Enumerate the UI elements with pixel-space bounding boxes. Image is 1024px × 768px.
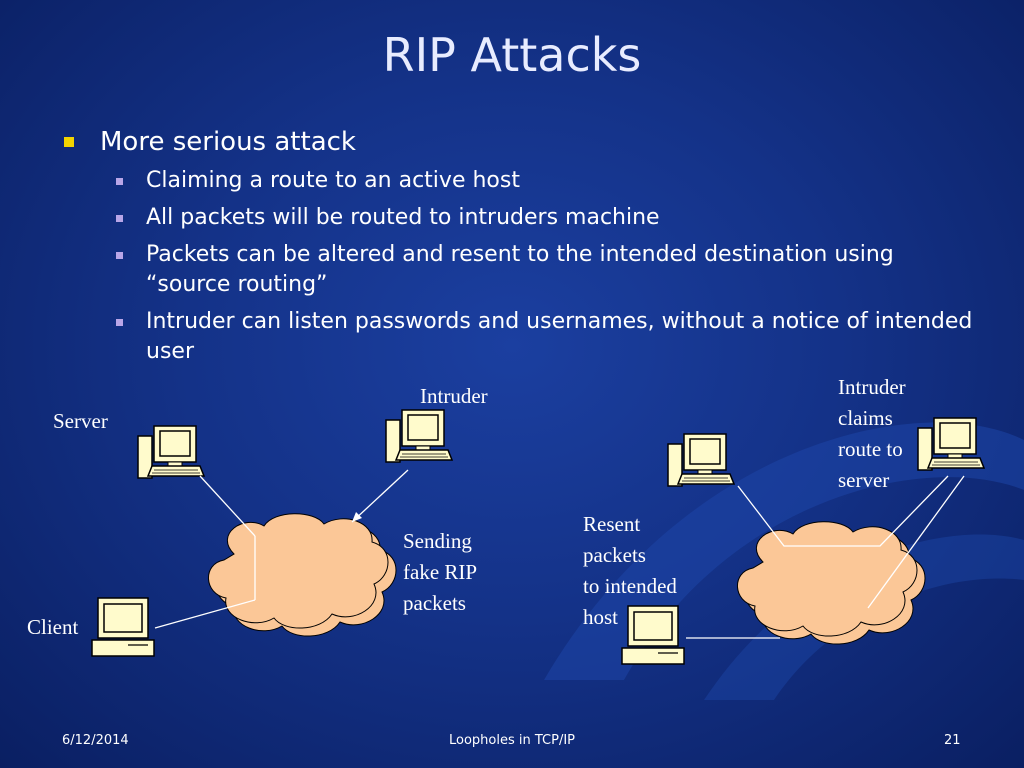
sub-bullet-text: Packets can be altered and resent to the…	[146, 242, 894, 297]
arrowhead-icon	[352, 512, 362, 522]
intruder-label: Intruder	[420, 384, 488, 408]
server-computer-icon	[137, 425, 205, 479]
sub-bullet-icon	[116, 319, 123, 326]
right-network-cloud	[736, 521, 918, 637]
server-link	[199, 475, 256, 537]
right-intruder-computer-icon	[917, 417, 985, 471]
sub-bullet-text: Claiming a route to an active host	[146, 168, 520, 193]
client-label: Client	[27, 615, 79, 639]
bullet-main-text: More serious attack	[100, 127, 356, 157]
footer-page-number: 21	[944, 733, 961, 748]
resent-packets-label: Resent packets to intended host	[583, 512, 677, 629]
right-server-computer-icon	[667, 433, 735, 487]
footer-title: Loopholes in TCP/IP	[448, 733, 575, 748]
left-network-cloud	[207, 513, 389, 629]
bullet-square-icon	[64, 137, 74, 147]
footer-date: 6/12/2014	[62, 733, 129, 748]
intruder-route-line-2	[867, 475, 965, 609]
intruder-computer-icon	[385, 409, 453, 463]
sub-bullet: Intruder can listen passwords and userna…	[60, 307, 980, 367]
server-label: Server	[53, 409, 108, 433]
bullet-main: More serious attack	[60, 124, 980, 160]
sub-bullet: Claiming a route to an active host	[60, 166, 980, 196]
client-computer-icon	[91, 597, 155, 657]
intruder-claims-label: Intruder claims route to server	[838, 375, 906, 492]
intruder-route-line	[737, 475, 949, 547]
sub-bullet-icon	[116, 215, 123, 222]
sub-bullet: Packets can be altered and resent to the…	[60, 240, 980, 300]
sub-bullet-icon	[116, 252, 123, 259]
sub-bullet: All packets will be routed to intruders …	[60, 203, 980, 233]
sub-bullet-text: Intruder can listen passwords and userna…	[146, 309, 973, 364]
slide-title: RIP Attacks	[382, 28, 642, 82]
fake-rip-arrow	[351, 469, 409, 523]
sending-fake-rip-label: Sending fake RIP packets	[403, 529, 478, 615]
sub-bullet-icon	[116, 178, 123, 185]
sub-bullet-text: All packets will be routed to intruders …	[146, 205, 660, 230]
client-link	[154, 599, 256, 629]
bullet-list: More serious attack Claiming a route to …	[60, 124, 980, 374]
